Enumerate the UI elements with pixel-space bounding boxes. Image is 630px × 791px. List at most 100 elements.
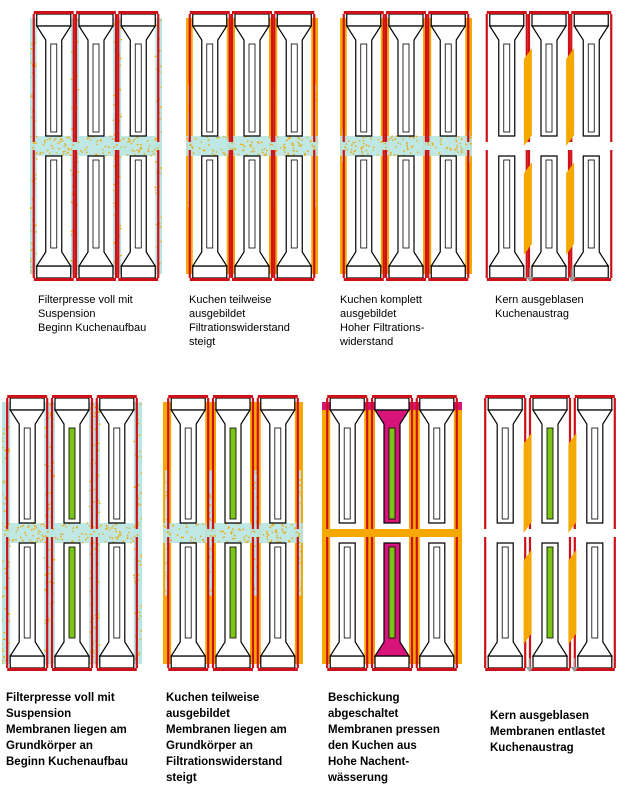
plate-head bbox=[533, 656, 567, 668]
suspension-particle bbox=[432, 142, 434, 144]
suspension-particle bbox=[208, 144, 210, 146]
suspension-particle bbox=[258, 153, 260, 155]
top-caption-4: Kern ausgeblasen Kuchenaustrag bbox=[495, 293, 584, 321]
caption-line: Hohe Nachent- bbox=[328, 754, 440, 770]
suspension-particle bbox=[104, 146, 106, 148]
suspension-particle bbox=[138, 574, 140, 576]
suspension-particle bbox=[76, 526, 78, 528]
suspension-particle bbox=[354, 141, 356, 143]
suspension-particle bbox=[390, 152, 392, 154]
suspension-particle bbox=[282, 532, 284, 534]
suspension-particle bbox=[134, 581, 136, 583]
bottom-panel-4 bbox=[480, 394, 620, 672]
bottom-caption-4: Kern ausgeblasen Membranen entlastet Kuc… bbox=[490, 708, 605, 756]
drain-channel bbox=[69, 547, 75, 638]
caption-line: Membranen pressen bbox=[328, 722, 440, 738]
suspension-particle bbox=[457, 151, 459, 153]
caption-line: Grundkörper an bbox=[166, 738, 287, 754]
suspension-particle bbox=[35, 63, 37, 65]
drain-channel bbox=[504, 44, 510, 132]
suspension-particle bbox=[44, 589, 46, 591]
suspension-particle bbox=[363, 143, 365, 145]
suspension-particle bbox=[298, 143, 300, 145]
frame-seal bbox=[485, 668, 525, 671]
suspension-particle bbox=[218, 137, 220, 139]
suspension-particle bbox=[120, 156, 122, 158]
suspension-particle bbox=[108, 152, 110, 154]
suspension-particle bbox=[153, 153, 155, 155]
suspension-particle bbox=[112, 138, 114, 140]
suspension-particle bbox=[234, 535, 236, 537]
suspension-particle bbox=[126, 527, 128, 529]
suspension-particle bbox=[15, 539, 17, 541]
suspension-particle bbox=[96, 144, 98, 146]
suspension-particle bbox=[186, 526, 188, 528]
suspension-particle bbox=[44, 142, 46, 144]
suspension-particle bbox=[218, 541, 220, 543]
suspension-particle bbox=[238, 528, 240, 530]
suspension-particle bbox=[432, 144, 434, 146]
suspension-particle bbox=[79, 539, 81, 541]
plate-head bbox=[100, 398, 134, 410]
suspension-particle bbox=[248, 537, 250, 539]
frame-seal bbox=[168, 668, 208, 671]
frame-seal bbox=[76, 278, 116, 281]
suspension-particle bbox=[4, 534, 6, 536]
suspension-particle bbox=[165, 575, 167, 577]
suspension-particle bbox=[133, 140, 135, 142]
drain-channel bbox=[230, 547, 236, 638]
suspension-particle bbox=[78, 536, 80, 538]
suspension-particle bbox=[440, 140, 442, 142]
suspension-particle bbox=[38, 533, 40, 535]
drain-channel bbox=[403, 160, 409, 248]
drain-channel bbox=[504, 160, 510, 248]
drain-channel bbox=[249, 44, 255, 132]
suspension-particle bbox=[48, 417, 50, 419]
suspension-particle bbox=[148, 150, 150, 152]
suspension-particle bbox=[280, 537, 282, 539]
suspension-particle bbox=[9, 620, 11, 622]
suspension-particle bbox=[31, 207, 33, 209]
cake-fragment bbox=[568, 433, 576, 533]
plate-head bbox=[375, 398, 409, 410]
suspension-particle bbox=[447, 147, 449, 149]
suspension-particle bbox=[90, 139, 92, 141]
drain-channel bbox=[389, 547, 395, 638]
suspension-particle bbox=[15, 531, 17, 533]
suspension-particle bbox=[2, 650, 4, 652]
suspension-particle bbox=[65, 144, 67, 146]
frame-seal bbox=[258, 668, 298, 671]
suspension-particle bbox=[40, 152, 42, 154]
suspension-particle bbox=[261, 149, 263, 151]
frame-seal bbox=[258, 395, 298, 398]
suspension-particle bbox=[137, 137, 139, 139]
suspension-particle bbox=[193, 153, 195, 155]
suspension-particle bbox=[350, 151, 352, 153]
suspension-particle bbox=[35, 178, 37, 180]
suspension-particle bbox=[191, 537, 193, 539]
suspension-particle bbox=[25, 534, 27, 536]
caption-line: Suspension bbox=[38, 307, 146, 321]
plate-head bbox=[216, 656, 250, 668]
frame-seal bbox=[372, 668, 412, 671]
suspension-particle bbox=[286, 140, 288, 142]
membrane-filter-press-diagram bbox=[163, 394, 303, 672]
drain-channel bbox=[502, 547, 508, 638]
suspension-particle bbox=[120, 58, 122, 60]
frame-seal bbox=[327, 395, 367, 398]
suspension-particle bbox=[123, 138, 125, 140]
frame-seal bbox=[34, 11, 74, 14]
suspension-particle bbox=[52, 147, 54, 149]
suspension-particle bbox=[3, 428, 5, 430]
suspension-particle bbox=[224, 154, 226, 156]
suspension-particle bbox=[440, 143, 442, 145]
suspension-particle bbox=[28, 525, 30, 527]
suspension-core bbox=[340, 136, 472, 156]
suspension-particle bbox=[388, 139, 390, 141]
suspension-particle bbox=[164, 497, 166, 499]
suspension-particle bbox=[276, 534, 278, 536]
suspension-particle bbox=[44, 464, 46, 466]
suspension-particle bbox=[208, 139, 210, 141]
cake-fragment bbox=[566, 48, 574, 146]
frame-seal bbox=[344, 11, 384, 14]
